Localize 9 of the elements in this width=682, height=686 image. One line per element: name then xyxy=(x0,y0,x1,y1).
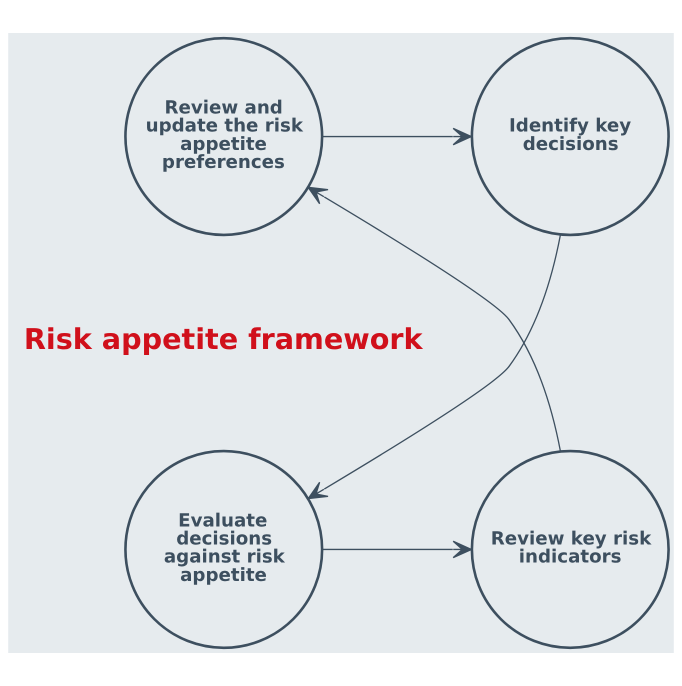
node-circle: Identify key decisions xyxy=(470,36,670,236)
node-circle: Evaluate decisions against risk appetite xyxy=(124,450,324,650)
label: Risk appetite framework xyxy=(24,322,423,356)
arrow xyxy=(308,234,562,500)
arrow xyxy=(322,128,472,146)
arrow xyxy=(308,186,562,452)
arrow xyxy=(322,540,472,558)
node-circle: Review and update the risk appetite preferences xyxy=(124,36,324,236)
node-circle: Review key risk indicators xyxy=(470,450,670,650)
